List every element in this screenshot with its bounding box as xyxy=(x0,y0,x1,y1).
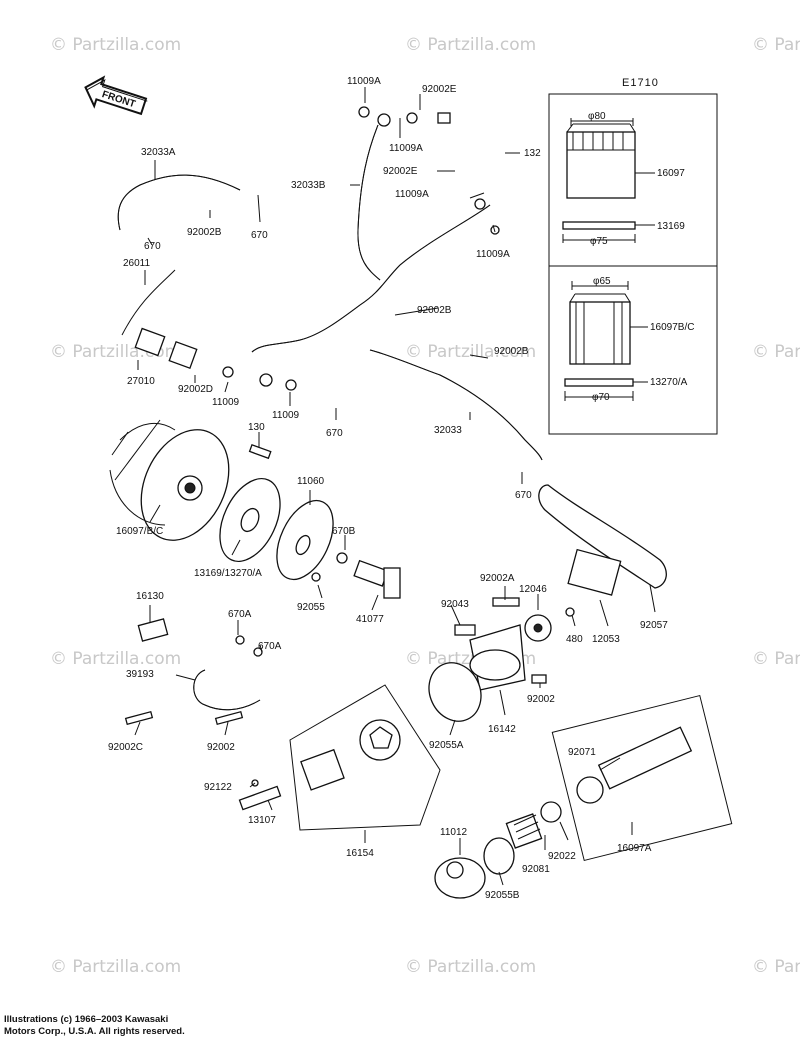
watermark: © Partzilla.com xyxy=(50,957,181,977)
part-label: 27010 xyxy=(127,376,155,387)
part-label: 92002B xyxy=(494,346,529,357)
front-arrow-icon: FRONT xyxy=(84,75,148,116)
dimension-label: φ75 xyxy=(590,236,608,247)
part-label: 16142 xyxy=(488,724,516,735)
part-label: 11009A xyxy=(347,76,381,87)
part-label: 32033A xyxy=(141,147,176,158)
part-label: 670 xyxy=(251,230,268,241)
diagram-code: E1710 xyxy=(622,77,659,89)
oil-pump-icon xyxy=(428,624,547,722)
part-label: 11009 xyxy=(272,410,300,421)
part-label: 92081 xyxy=(522,864,550,875)
part-label: 16097 xyxy=(657,168,685,179)
part-label: 92055B xyxy=(485,890,520,901)
part-label: 92002C xyxy=(108,742,143,753)
part-label: 670A xyxy=(258,641,282,652)
bolt-41077-icon xyxy=(353,559,401,599)
copyright-line: Illustrations (c) 1966–2003 Kawasaki xyxy=(4,1014,169,1025)
part-label: 92002B xyxy=(187,227,222,238)
part-label: 92122 xyxy=(204,782,232,793)
part-label: 92002E xyxy=(422,84,457,95)
part-label: 92002 xyxy=(207,742,235,753)
dimension-label: φ65 xyxy=(593,276,611,287)
dimension-label: φ70 xyxy=(592,392,610,403)
part-label: 39193 xyxy=(126,669,154,680)
watermark: © Partzilla.com xyxy=(752,649,800,669)
part-label: 92002A xyxy=(480,573,515,584)
seal-13270-icon xyxy=(564,378,634,387)
watermark: © Partzilla.com xyxy=(50,649,181,669)
watermark: © Partzilla.com xyxy=(752,957,800,977)
part-label: 13270/A xyxy=(650,377,688,388)
relief-valve-icon xyxy=(434,694,733,899)
dimension-label: φ80 xyxy=(588,111,606,122)
part-label: 92002D xyxy=(178,384,213,395)
part-label: 92002 xyxy=(527,694,555,705)
part-label: 13107 xyxy=(248,815,276,826)
oil-filter-16097-icon xyxy=(566,131,636,199)
part-label: 670 xyxy=(326,428,343,439)
watermark: © Partzilla.com xyxy=(405,35,536,55)
part-label: 11009A xyxy=(395,189,429,200)
part-label: 11009A xyxy=(476,249,510,260)
part-label: 670B xyxy=(332,526,356,537)
part-label: 480 xyxy=(566,634,583,645)
part-label: 11009A xyxy=(389,143,423,154)
part-label: 16097B/C xyxy=(650,322,694,333)
part-label: 92043 xyxy=(441,599,469,610)
part-label: 11012 xyxy=(440,827,468,838)
copyright-notice: Illustrations (c) 1966–2003 Kawasaki Mot… xyxy=(4,1014,185,1038)
part-label: 13169 xyxy=(657,221,685,232)
watermark: © Partzilla.com xyxy=(405,957,536,977)
filter-inset: φ80 φ75 φ65 φ70 xyxy=(548,93,718,435)
part-label: 32033 xyxy=(434,425,462,436)
part-label: 16130 xyxy=(136,591,164,602)
part-label: 132 xyxy=(524,148,541,159)
leader-lines xyxy=(134,87,656,886)
watermark: © Partzilla.com xyxy=(405,342,536,362)
part-label: 92022 xyxy=(548,851,576,862)
watermark: © Partzilla.com xyxy=(752,342,800,362)
part-label: 32033B xyxy=(291,180,326,191)
oil-filter-icon xyxy=(109,419,230,541)
part-labels: 11009A 92002E 11009A 132 32033A 32033B 9… xyxy=(108,76,694,901)
part-label: 16097A xyxy=(617,843,652,854)
part-label: 130 xyxy=(248,422,265,433)
drive-chain-icon xyxy=(454,484,667,642)
part-label: 11009 xyxy=(212,397,240,408)
pump-group-16154 xyxy=(238,684,441,831)
part-label: 13169/13270/A xyxy=(194,568,262,579)
oil-pressure-switch-icon xyxy=(121,269,198,369)
part-label: 92057 xyxy=(640,620,668,631)
copyright-line: Motors Corp., U.S.A. All rights reserved… xyxy=(4,1026,185,1037)
oil-filter-16097bc-icon xyxy=(569,301,631,365)
watermark: © Partzilla.com xyxy=(50,35,181,55)
part-label: 670A xyxy=(228,609,252,620)
oil-pipes xyxy=(117,106,543,461)
part-label: 92002B xyxy=(417,305,452,316)
seal-13169-icon xyxy=(562,221,636,230)
part-label: 16097/B/C xyxy=(116,526,163,537)
watermark: © Partzilla.com xyxy=(752,35,800,55)
part-label: 670 xyxy=(144,241,161,252)
part-label: 670 xyxy=(515,490,532,501)
part-label: 92002E xyxy=(383,166,418,177)
oil-pipe-39193-icon xyxy=(124,618,263,726)
part-label: 92055 xyxy=(297,602,325,613)
part-label: 11060 xyxy=(297,476,325,487)
part-label: 16154 xyxy=(346,848,374,859)
part-label: 92071 xyxy=(568,747,596,758)
part-label: 26011 xyxy=(123,258,151,269)
part-label: 12046 xyxy=(519,584,547,595)
part-label: 12053 xyxy=(592,634,620,645)
part-label: 41077 xyxy=(356,614,384,625)
part-label: 92055A xyxy=(429,740,464,751)
